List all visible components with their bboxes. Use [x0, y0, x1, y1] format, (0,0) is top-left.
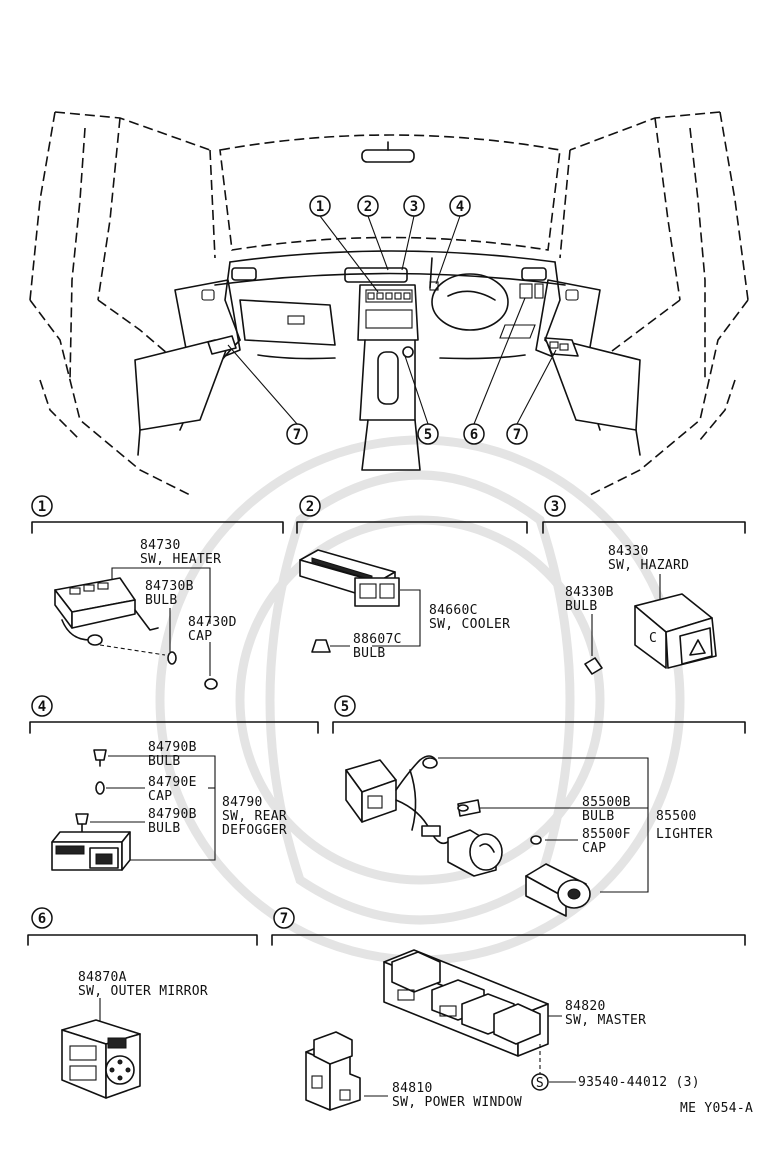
- svg-text:1: 1: [38, 499, 46, 515]
- part-85500-number: 85500: [656, 809, 697, 824]
- section-1: 1 84730 SW, HEATER 84730B BULB 84730D CA…: [31, 495, 284, 690]
- svg-text:5: 5: [341, 699, 349, 715]
- part-84820-number: 84820: [565, 999, 606, 1014]
- callout-6: 6: [463, 423, 485, 445]
- cabin-overview: [29, 111, 749, 496]
- part-84660c-name: SW, COOLER: [429, 617, 510, 632]
- cigarette-lighter-parts: [345, 755, 591, 917]
- cooler-switch-part: [299, 549, 400, 607]
- callout-3: 3: [403, 195, 425, 217]
- watermark: [155, 435, 685, 965]
- outer-mirror-switch-part: [61, 1019, 141, 1099]
- callout-1: 1: [309, 195, 331, 217]
- screw-symbol: S: [531, 1073, 549, 1091]
- part-84330-name: SW, HAZARD: [608, 558, 689, 573]
- part-84790b-number: 84790B: [148, 740, 197, 755]
- part-88607c-number: 88607C: [353, 632, 402, 647]
- svg-text:7: 7: [280, 911, 288, 927]
- part-84790b-2-name: BULB: [148, 821, 181, 836]
- part-84790-name-line2: DEFOGGER: [222, 823, 287, 838]
- part-88607c-name: BULB: [353, 646, 386, 661]
- power-window-switch-part: [305, 1031, 361, 1111]
- part-84730b-name: BULB: [145, 593, 178, 608]
- section-3: 3 84330 SW, HAZARD 84330B BULB C: [542, 495, 746, 675]
- part-93540-44012-number: 93540-44012 (3): [578, 1075, 700, 1090]
- part-84790e-number: 84790E: [148, 775, 197, 790]
- section-4: 4 84790B BULB 84790E CAP 84790B BULB 847…: [29, 695, 319, 871]
- part-84730d-name: CAP: [188, 629, 212, 644]
- section-7: 7 84820 SW, MASTER 84810 SW, POWER WINDO…: [271, 907, 746, 1111]
- part-84730b-number: 84730B: [145, 579, 194, 594]
- callout-2: 2: [357, 195, 379, 217]
- callout-7-right: 7: [506, 423, 528, 445]
- svg-text:4: 4: [456, 199, 464, 215]
- part-84790-name: SW, REAR: [222, 809, 287, 824]
- hazard-switch-part: C: [584, 593, 717, 675]
- part-84330-number: 84330: [608, 544, 649, 559]
- svg-text:2: 2: [364, 199, 372, 215]
- svg-text:S: S: [536, 1076, 544, 1091]
- heater-switch-row: [367, 292, 411, 300]
- part-84330b-number: 84330B: [565, 585, 614, 600]
- svg-text:4: 4: [38, 699, 46, 715]
- part-85500b-name: BULB: [582, 809, 615, 824]
- callout-4: 4: [449, 195, 471, 217]
- part-84790b-name: BULB: [148, 754, 181, 769]
- section-6: 6 84870A SW, OUTER MIRROR: [27, 907, 258, 1099]
- part-84790-number: 84790: [222, 795, 263, 810]
- master-switch-part: [383, 949, 549, 1074]
- part-84870a-number: 84870A: [78, 970, 127, 985]
- part-84730d-number: 84730D: [188, 615, 237, 630]
- section-5: 5 85500B BULB 85500F CAP 85500 LIGHTER: [332, 695, 746, 917]
- callout-7-left: 7: [286, 423, 308, 445]
- part-85500f-name: CAP: [582, 841, 606, 856]
- svg-text:2: 2: [306, 499, 314, 515]
- svg-text:1: 1: [316, 199, 324, 215]
- part-84810-number: 84810: [392, 1081, 433, 1096]
- section-2: 2 84660C SW, COOLER 88607C BULB: [296, 495, 528, 661]
- callout-5: 5: [417, 423, 439, 445]
- part-84790b-2-number: 84790B: [148, 807, 197, 822]
- svg-text:7: 7: [293, 427, 301, 443]
- svg-text:7: 7: [513, 427, 521, 443]
- svg-text:6: 6: [470, 427, 478, 443]
- part-85500-name: LIGHTER: [656, 827, 713, 842]
- hazard-switch-c-mark: C: [649, 631, 657, 646]
- part-84730-name: SW, HEATER: [140, 552, 221, 567]
- svg-text:6: 6: [38, 911, 46, 927]
- diagram-code: ME Y054-A: [680, 1101, 753, 1116]
- part-84330b-name: BULB: [565, 599, 598, 614]
- part-84790e-name: CAP: [148, 789, 172, 804]
- svg-text:3: 3: [551, 499, 559, 515]
- svg-text:5: 5: [424, 427, 432, 443]
- part-84870a-name: SW, OUTER MIRROR: [78, 984, 208, 999]
- svg-text:3: 3: [410, 199, 418, 215]
- part-84810-name: SW, POWER WINDOW: [392, 1095, 522, 1110]
- part-85500f-number: 85500F: [582, 827, 631, 842]
- heater-switch-part: [54, 577, 218, 690]
- part-84660c-number: 84660C: [429, 603, 478, 618]
- part-84730-number: 84730: [140, 538, 181, 553]
- part-84820-name: SW, MASTER: [565, 1013, 646, 1028]
- part-85500b-number: 85500B: [582, 795, 631, 810]
- rear-defogger-parts: [51, 749, 131, 871]
